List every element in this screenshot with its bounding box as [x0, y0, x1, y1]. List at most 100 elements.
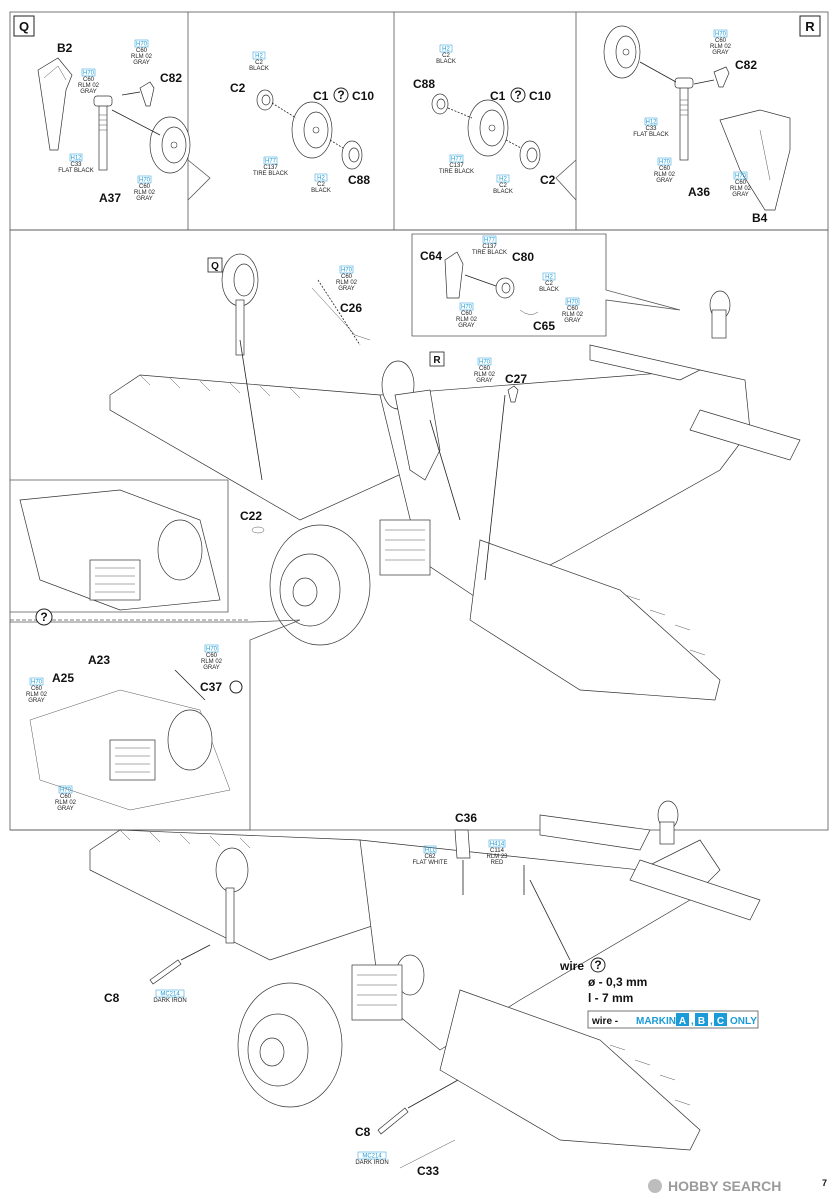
svg-text:GRAY: GRAY — [203, 665, 220, 671]
svg-text:MARKING: MARKING — [636, 1016, 684, 1027]
svg-text:DARK IRON: DARK IRON — [355, 1160, 388, 1166]
svg-text:H70: H70 — [60, 788, 72, 794]
svg-text:GRAY: GRAY — [136, 196, 153, 202]
svg-text:RLM 02: RLM 02 — [201, 659, 223, 665]
wire-diameter: ø - 0,3 mm — [588, 975, 647, 989]
part-B2: B2 — [57, 41, 73, 55]
callout-dark-iron-a: MC214 DARK IRON — [153, 989, 187, 1004]
svg-text:C: C — [717, 1016, 724, 1027]
callout-tire-black-c: H77 C137 TIRE BLACK — [472, 235, 507, 256]
svg-text:GRAY: GRAY — [80, 89, 97, 95]
svg-text:C60: C60 — [136, 48, 148, 54]
svg-text:GRAY: GRAY — [476, 378, 493, 384]
svg-text:RLM 02: RLM 02 — [55, 800, 77, 806]
detail-inset-lower: ? A23 A25 C37 H70 C60 RLM 02 GRAY H70 C6… — [10, 608, 301, 831]
svg-text:,: , — [691, 1016, 694, 1027]
svg-text:C2: C2 — [499, 183, 507, 189]
svg-text:GRAY: GRAY — [564, 318, 581, 324]
callout-black-b: H2 C2 BLACK — [311, 173, 331, 194]
svg-text:wire -: wire - — [591, 1016, 618, 1027]
svg-text:H77: H77 — [265, 159, 277, 165]
svg-text:A: A — [679, 1016, 686, 1027]
detail-inset-upper — [10, 479, 229, 613]
svg-text:GRAY: GRAY — [712, 50, 729, 56]
svg-text:C60: C60 — [341, 274, 353, 280]
svg-text:C60: C60 — [83, 77, 95, 83]
svg-text:RLM 02: RLM 02 — [134, 190, 156, 196]
part-C1-a: C1 — [313, 89, 329, 103]
svg-text:BLACK: BLACK — [249, 66, 269, 72]
svg-text:H70: H70 — [479, 360, 491, 366]
svg-text:ONLY: ONLY — [730, 1016, 757, 1027]
callout-black-a: H2 C2 BLACK — [249, 51, 269, 72]
r-marker-mid: R — [429, 351, 445, 367]
part-C8-right: C8 — [355, 1079, 459, 1139]
svg-text:MC214: MC214 — [362, 1154, 382, 1160]
callout-rlm02-h: H70 C60 RLM 02 GRAY — [562, 297, 584, 324]
svg-text:C2: C2 — [545, 281, 553, 287]
svg-text:C2: C2 — [255, 60, 263, 66]
callout-flat-black-a: H12 C33 FLAT BLACK — [58, 153, 94, 174]
part-C10-b: C10 — [529, 89, 551, 103]
svg-text:HOBBY SEARCH: HOBBY SEARCH — [668, 1178, 781, 1194]
svg-text:R: R — [805, 19, 815, 34]
part-A36: A36 — [688, 185, 710, 199]
svg-text:TIRE BLACK: TIRE BLACK — [439, 169, 474, 175]
section-r-badge: R — [799, 15, 821, 37]
part-A23: A23 — [88, 653, 110, 667]
callout-rlm02-i: H70 C60 RLM 02 GRAY — [336, 265, 358, 292]
panel-r-gear-leg: C82 B4 A36 H70 C60 RLM 02 GRAY H12 C33 F… — [603, 25, 791, 225]
aircraft-underside-lower: C36 C8 C8 C33 MC214 DARK IRON MC214 DARK… — [89, 800, 761, 1178]
part-C33: C33 — [399, 1139, 456, 1178]
callout-black-d: H2 C2 BLACK — [493, 174, 513, 195]
svg-text:TIRE BLACK: TIRE BLACK — [253, 171, 288, 177]
svg-text:H70: H70 — [461, 305, 473, 311]
svg-text:C114: C114 — [490, 848, 505, 854]
svg-text:C33: C33 — [70, 162, 82, 168]
part-C10-a: C10 — [352, 89, 374, 103]
callout-tire-black-b: H77 C137 TIRE BLACK — [439, 154, 474, 175]
svg-text:H2: H2 — [255, 54, 263, 60]
svg-text:H2: H2 — [499, 177, 507, 183]
part-A37: A37 — [99, 191, 121, 205]
svg-text:C60: C60 — [139, 184, 151, 190]
part-C82: C82 — [160, 71, 182, 85]
svg-text:H70: H70 — [206, 647, 218, 653]
svg-text:C60: C60 — [461, 311, 473, 317]
svg-text:H2: H2 — [545, 275, 553, 281]
part-A25: A25 — [52, 671, 74, 685]
svg-text:H12: H12 — [70, 156, 82, 162]
svg-text:FLAT BLACK: FLAT BLACK — [58, 168, 93, 174]
svg-text:RLM 02: RLM 02 — [654, 172, 676, 178]
svg-text:?: ? — [594, 958, 601, 972]
svg-text:H77: H77 — [451, 157, 463, 163]
page-number: 7 — [822, 1178, 827, 1188]
callout-black-e: H2 C2 BLACK — [539, 272, 559, 293]
svg-text:C60: C60 — [479, 366, 491, 372]
svg-text:TIRE BLACK: TIRE BLACK — [472, 250, 507, 256]
svg-text:H77: H77 — [484, 238, 496, 244]
part-C80: C80 — [512, 250, 534, 264]
svg-text:H11: H11 — [425, 848, 436, 854]
svg-text:BLACK: BLACK — [493, 189, 513, 195]
svg-text:?: ? — [40, 610, 47, 624]
wire-label: wire — [559, 959, 584, 973]
callout-flat-white: H11 C62 FLAT WHITE — [412, 845, 448, 866]
svg-text:RLM 02: RLM 02 — [26, 692, 48, 698]
svg-text:C60: C60 — [206, 653, 218, 659]
svg-text:H70: H70 — [139, 178, 151, 184]
svg-text:GRAY: GRAY — [732, 192, 749, 198]
callout-rlm02-d: H70 C60 RLM 02 GRAY — [710, 29, 732, 56]
svg-text:H70: H70 — [735, 174, 747, 180]
hobby-search-logo: HOBBY SEARCH — [648, 1178, 781, 1194]
callout-tire-black-a: H77 C137 TIRE BLACK — [253, 156, 288, 177]
svg-text:H70: H70 — [715, 32, 727, 38]
svg-text:H414: H414 — [490, 842, 505, 848]
panel-wheel-left: H2 C2 BLACK C2 C1 ? C10 C88 H77 C137 TIR… — [230, 51, 374, 194]
svg-text:B: B — [698, 1016, 705, 1027]
svg-text:RLM 02: RLM 02 — [474, 372, 496, 378]
svg-text:C60: C60 — [567, 306, 579, 312]
svg-text:BLACK: BLACK — [436, 59, 456, 65]
part-C1-b: C1 — [490, 89, 506, 103]
part-C64: C64 — [420, 249, 442, 263]
